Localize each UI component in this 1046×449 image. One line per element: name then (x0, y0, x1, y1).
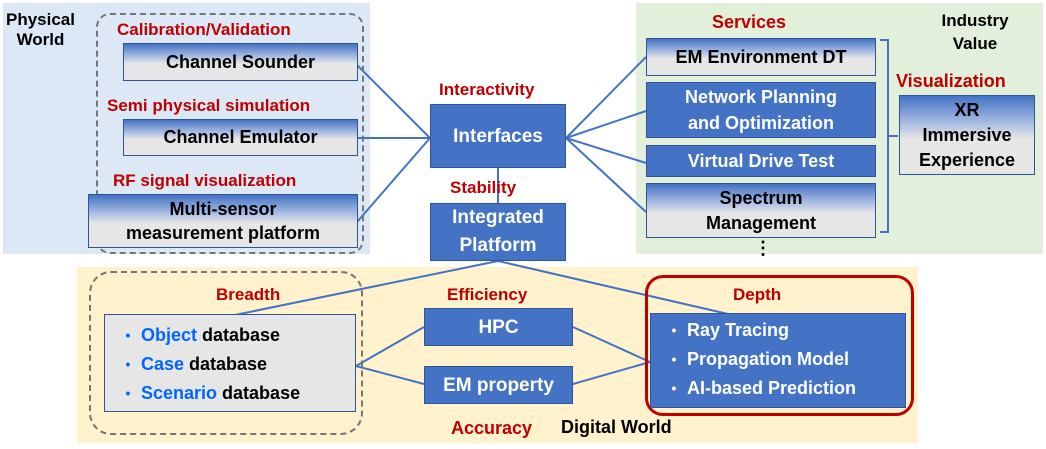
service-spectrum-management[interactable]: Spectrum Management (646, 183, 876, 238)
hpc-text: HPC (478, 316, 519, 338)
multi-sensor-box[interactable]: Multi-sensor measurement platform (88, 194, 358, 248)
xr-line3: Experience (918, 149, 1016, 170)
channel-emulator-text: Channel Emulator (163, 127, 318, 147)
depth-item-text: Ray Tracing (687, 320, 790, 340)
interfaces-box[interactable]: Interfaces (430, 104, 566, 168)
connector-breadth-hpc (355, 326, 425, 367)
connector-interfaces-drivetest (565, 137, 647, 164)
connector-platform-depth (497, 260, 729, 315)
rf-visualization-label: RF signal visualization (113, 171, 297, 190)
channel-sounder-box[interactable]: Channel Sounder (123, 43, 358, 81)
more-services-indicator: ⋮ (754, 238, 772, 258)
interactivity-label: Interactivity (439, 80, 535, 99)
xr-line2: Immersive (922, 124, 1012, 145)
service-em-environment-dt-text: EM Environment DT (675, 46, 847, 67)
accuracy-label: Accuracy (451, 418, 533, 438)
depth-item-propagation-model[interactable]: • Propagation Model (661, 345, 856, 374)
stability-label: Stability (450, 178, 517, 197)
depth-item-ai-prediction[interactable]: • AI-based Prediction (661, 374, 856, 403)
breadth-item-keyword: Scenario (141, 383, 218, 403)
depth-item-text: AI-based Prediction (687, 378, 857, 398)
connector-interfaces-network (565, 110, 647, 139)
depth-label: Depth (733, 285, 782, 304)
channel-emulator-box[interactable]: Channel Emulator (123, 119, 358, 156)
em-property-box[interactable]: EM property (424, 366, 573, 404)
efficiency-label: Efficiency (447, 285, 528, 304)
hpc-box[interactable]: HPC (424, 308, 573, 346)
calibration-label: Calibration/Validation (117, 20, 291, 39)
depth-item-text: Propagation Model (687, 349, 849, 369)
breadth-group-outline (89, 271, 363, 435)
depth-method-list: • Ray Tracing • Propagation Model • AI-b… (650, 313, 906, 408)
multi-sensor-line2: measurement platform (125, 223, 321, 243)
breadth-item-keyword: Case (141, 354, 185, 374)
bullet-icon: • (671, 380, 677, 396)
breadth-item-rest: database (197, 325, 281, 345)
service-network-planning-line2: and Optimization (688, 113, 834, 133)
channel-sounder-text: Channel Sounder (165, 51, 315, 72)
connector-interfaces-emdt (565, 56, 647, 139)
service-virtual-drive-test[interactable]: Virtual Drive Test (646, 145, 876, 177)
em-property-text: EM property (443, 374, 554, 396)
bullet-icon: • (125, 385, 131, 401)
breadth-item-scenario[interactable]: • Scenario database (115, 379, 301, 408)
connector-em-depth (572, 361, 651, 385)
bullet-icon: • (125, 327, 131, 343)
xr-immersive-experience-box[interactable]: XR Immersive Experience (899, 95, 1035, 175)
interfaces-text: Interfaces (453, 125, 543, 147)
integrated-platform-line2: Platform (459, 235, 537, 256)
breadth-item-case[interactable]: • Case database (115, 350, 300, 379)
xr-line1: XR (954, 99, 980, 120)
bullet-icon: • (125, 356, 131, 372)
connector-multisensor-interfaces (356, 137, 431, 223)
breadth-database-list: • Object database • Case database • Scen… (104, 314, 356, 412)
depth-group-outline (645, 275, 914, 416)
industry-value-title-line1: Industry (941, 11, 1009, 30)
physical-world-title: Physical World (6, 10, 75, 50)
bullet-icon: • (671, 351, 677, 367)
service-network-planning[interactable]: Network Planning and Optimization (646, 82, 876, 138)
depth-list: • Ray Tracing • Propagation Model • AI-b… (651, 314, 856, 403)
visualization-label: Visualization (896, 71, 1006, 91)
breadth-list: • Object database • Case database • Scen… (105, 315, 301, 408)
connector-sounder-interfaces (356, 64, 431, 139)
depth-item-ray-tracing[interactable]: • Ray Tracing (661, 316, 856, 345)
multi-sensor-line1: Multi-sensor (169, 199, 277, 219)
breadth-item-rest: database (184, 354, 268, 374)
breadth-item-keyword: Object (141, 325, 198, 345)
services-bracket (880, 39, 898, 233)
connector-breadth-em (355, 365, 425, 385)
service-network-planning-line1: Network Planning (684, 87, 837, 107)
semi-physical-label: Semi physical simulation (107, 96, 311, 115)
digital-world-title: Digital World (561, 417, 672, 437)
breadth-item-rest: database (217, 383, 301, 403)
bullet-icon: • (671, 322, 677, 338)
service-em-environment-dt[interactable]: EM Environment DT (646, 38, 876, 76)
industry-value-title-line2: Value (952, 34, 998, 53)
physical-world-title-line2: World (16, 30, 65, 49)
connector-interfaces-spectrum (565, 137, 647, 213)
connector-platform-breadth (229, 260, 499, 317)
integrated-platform-box[interactable]: Integrated Platform (430, 203, 566, 261)
physical-group-outline (96, 13, 364, 254)
service-virtual-drive-test-text: Virtual Drive Test (687, 150, 835, 171)
industry-value-title: Industry Value (930, 9, 1020, 55)
services-label: Services (712, 12, 787, 32)
integrated-platform-line1: Integrated (452, 207, 544, 228)
service-spectrum-management-line2: Management (705, 212, 817, 233)
breadth-item-object[interactable]: • Object database (115, 321, 300, 350)
physical-world-title-line1: Physical (6, 10, 75, 29)
connector-hpc-depth (572, 326, 651, 363)
breadth-label: Breadth (216, 285, 281, 304)
service-spectrum-management-line1: Spectrum (719, 187, 803, 208)
